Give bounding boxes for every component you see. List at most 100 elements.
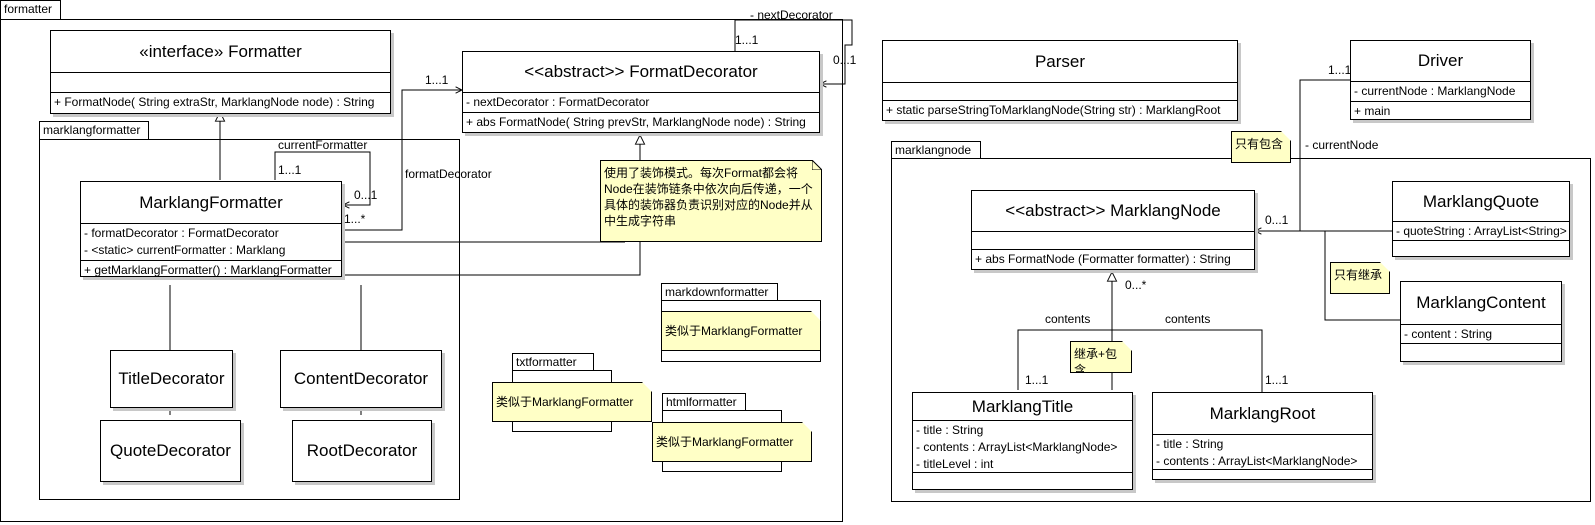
label-multiplicity: 0...1 [354,188,378,202]
note-fold-icon [812,160,822,170]
class-name: <<abstract>> MarklangNode [972,191,1254,232]
class-name: RootDecorator [306,441,418,460]
methods-section: + abs FormatNode (Formatter formatter) :… [972,250,1254,269]
note-only-inherits: 只有继承 [1330,262,1390,294]
methods-section: + FormatNode( String extraStr, MarklangN… [51,93,390,112]
class-marklang-quote: MarklangQuote - quoteString : ArrayList<… [1392,181,1570,257]
class-marklang-formatter: MarklangFormatter - formatDecorator : Fo… [80,181,342,277]
attributes-section: - nextDecorator : FormatDecorator [463,93,819,113]
attributes-section: - quoteString : ArrayList<String> [1393,222,1569,241]
class-marklang-content: MarklangContent - content : String [1400,281,1562,362]
class-name: Parser [883,41,1237,83]
note-txt: 类似于MarklangFormatter [492,382,652,422]
note-text: 类似于MarklangFormatter [496,395,634,409]
label-contents: contents [1165,312,1211,326]
attributes-section: - content : String [1401,325,1561,344]
class-name: «interface» Formatter [51,31,390,73]
association-format-decorator [343,90,462,231]
methods-section [1393,241,1569,243]
attribute: - titleLevel : int [916,457,994,471]
label-multiplicity: 0...1 [833,53,857,67]
attribute: - contents : ArrayList<MarklangNode> [1156,454,1358,468]
attributes-section: - title : String - contents : ArrayList<… [1153,435,1372,470]
label-multiplicity: 1...* [344,212,366,226]
note-text: 类似于MarklangFormatter [656,435,794,449]
composition-bracket [1017,329,1263,392]
package-tab-htmlformatter: htmlformatter [662,393,746,411]
attributes-section: - formatDecorator : FormatDecorator - <s… [81,224,341,261]
attribute: - <static> currentFormatter : Marklang [84,243,286,257]
note-decorator-pattern: 使用了装饰模式。每次Format都会将Node在装饰链条中依次向后传递，一个具体… [600,160,822,242]
label-multiplicity: 1...1 [425,73,449,87]
attribute: - title : String [916,423,984,437]
methods-section: + abs FormatNode( String prevStr, Markla… [463,113,819,132]
class-name: MarklangTitle [913,393,1132,421]
methods-section: + static parseStringToMarklangNode(Strin… [883,101,1237,120]
label-current-formatter: currentFormatter [278,138,368,152]
label-multiplicity: 1...1 [735,33,759,47]
note-markdown: 类似于MarklangFormatter [661,311,821,351]
note-text: 继承+包含 [1074,347,1118,377]
attributes-section: - title : String - contents : ArrayList<… [913,421,1132,473]
attribute: - quoteString : ArrayList<String> [1396,224,1567,238]
label-multiplicity: 0...* [1125,278,1147,292]
package-tab-formatter: formatter [0,0,61,20]
class-content-decorator: ContentDecorator [280,350,442,408]
attributes-section [883,83,1237,101]
class-name: ContentDecorator [293,369,429,388]
method: + static parseStringToMarklangNode(Strin… [886,103,1221,117]
attribute: - formatDecorator : FormatDecorator [84,226,279,240]
class-name: MarklangRoot [1153,393,1372,435]
package-tab-markdownformatter: markdownformatter [661,283,778,301]
class-name: <<abstract>> FormatDecorator [463,52,819,93]
methods-section: + main [1351,102,1530,121]
attributes-section [972,232,1254,250]
class-root-decorator: RootDecorator [292,420,432,482]
class-name: TitleDecorator [118,369,225,388]
class-name: QuoteDecorator [110,441,231,460]
method: + abs FormatNode( String prevStr, Markla… [466,115,806,129]
method: + main [1354,104,1391,118]
class-title-decorator: TitleDecorator [110,350,233,408]
package-tab-marklangformatter: marklangformatter [39,121,149,140]
label-format-decorator: formatDecorator [405,167,492,181]
class-name: MarklangFormatter [81,182,341,224]
label-multiplicity: 1...1 [1265,373,1289,387]
class-name: MarklangContent [1401,282,1561,325]
package-formatter [0,19,843,522]
method: + FormatNode( String extraStr, MarklangN… [54,95,375,109]
class-marklang-title: MarklangTitle - title : String - content… [912,392,1133,490]
method: + abs FormatNode (Formatter formatter) :… [975,252,1231,266]
attribute: - title : String [1156,437,1224,451]
class-name: MarklangQuote [1393,182,1569,222]
class-parser: Parser + static parseStringToMarklangNod… [882,40,1238,121]
label-next-decorator: - nextDecorator [750,8,833,22]
method: + getMarklangFormatter() : MarklangForma… [84,263,332,277]
note-text: 只有继承 [1334,268,1383,282]
note-text: 使用了装饰模式。每次Format都会将Node在装饰链条中依次向后传递，一个具体… [604,166,813,228]
attribute: - contents : ArrayList<MarklangNode> [916,440,1118,454]
note-text: 只有包含 [1235,137,1284,151]
class-marklang-node: <<abstract>> MarklangNode + abs FormatNo… [971,190,1255,270]
label-multiplicity: 0...1 [1265,213,1289,227]
class-driver: Driver - currentNode : MarklangNode + ma… [1350,40,1531,120]
attribute: - content : String [1404,327,1493,341]
methods-section: + getMarklangFormatter() : MarklangForma… [81,261,341,280]
class-name: Driver [1351,41,1530,82]
label-contents: contents [1045,312,1091,326]
label-multiplicity: 1...1 [1328,63,1352,77]
note-inherit-contains: 继承+包含 [1070,341,1132,373]
methods-section [913,473,1132,475]
label-multiplicity: 1...1 [278,163,302,177]
package-tab-marklangnode: marklangnode [891,141,981,159]
package-tab-txtformatter: txtformatter [512,353,594,371]
attributes-section: - currentNode : MarklangNode [1351,82,1530,102]
package-marklangformatter [39,139,460,500]
self-association-current-formatter [274,151,371,205]
class-formatter: «interface» Formatter + FormatNode( Stri… [50,30,391,114]
note-text: 类似于MarklangFormatter [665,324,803,338]
note-html: 类似于MarklangFormatter [652,422,812,462]
methods-section [1153,470,1372,472]
methods-section [1401,344,1561,346]
